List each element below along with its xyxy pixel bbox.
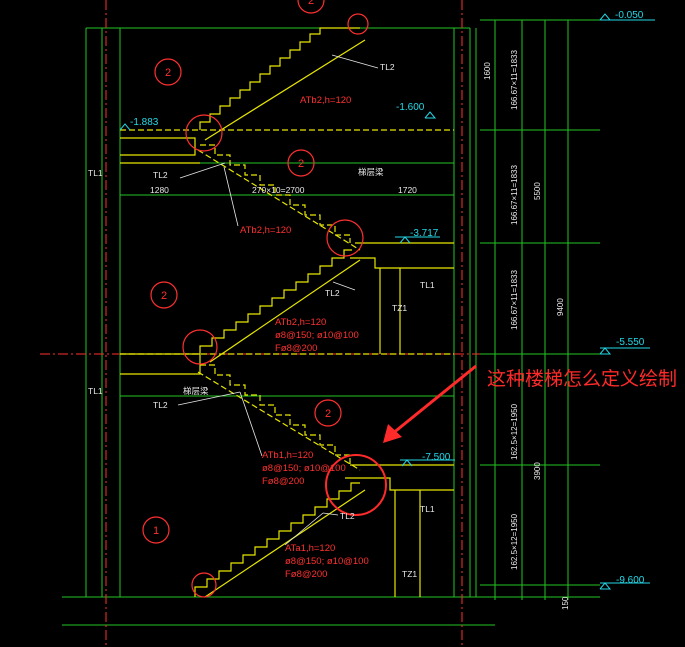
dimension-text: 9400	[556, 298, 565, 316]
section-mark-number: 2	[325, 408, 331, 420]
stair-label: ATb2,h=120	[240, 225, 291, 236]
stair-flights	[120, 27, 454, 598]
beam-label: TL1	[88, 168, 103, 178]
dimension-text: 1720	[398, 185, 417, 195]
beam-label: TL2	[325, 288, 340, 298]
plan-dimension-lines	[120, 162, 454, 397]
dimension-text: 1600	[483, 62, 492, 80]
beam-label: TL1	[420, 504, 435, 514]
stair-label: ATb1,h=120	[262, 450, 313, 461]
section-mark-number: 2	[298, 158, 304, 170]
section-mark-number: 2	[165, 67, 171, 79]
dimension-text: 166.67×11=1833	[510, 165, 519, 225]
beam-label: TL2	[153, 170, 168, 180]
rebar-label: ø8@150; ø10@100	[285, 556, 369, 567]
dimension-text: 162.5×12=1950	[510, 513, 519, 570]
rebar-label: ø8@150; ø10@100	[275, 330, 359, 341]
beam-label: TL1	[88, 386, 103, 396]
section-mark-number: 2	[308, 0, 314, 7]
slab-label: 梯层梁	[358, 167, 384, 177]
beam-label: TL2	[153, 400, 168, 410]
dimension-text: 270×10=2700	[252, 185, 305, 195]
slab-label: 梯层梁	[183, 386, 209, 396]
dimension-lines	[480, 19, 600, 600]
rebar-label: ø8@150; ø10@100	[262, 463, 346, 474]
level-label: -5.550	[616, 337, 645, 348]
annotation-arrow	[383, 364, 477, 443]
level-label: -3.717	[410, 228, 439, 239]
column-label: TZ1	[402, 569, 417, 579]
highlight-circle	[325, 454, 387, 516]
dimension-text: 166.67×11=1833	[510, 50, 519, 110]
stair-label: ATb2,h=120	[300, 95, 351, 106]
beam-label: TL1	[420, 280, 435, 290]
beam-label: TL2	[340, 511, 355, 521]
level-markers	[119, 13, 655, 590]
stair-label: ATa1,h=120	[285, 543, 335, 554]
dimension-text: 5500	[533, 182, 542, 200]
level-label: -1.883	[130, 117, 159, 128]
section-mark-number: 1	[153, 525, 159, 537]
rebar-label: Fø8@200	[275, 343, 317, 354]
rebar-label: Fø8@200	[285, 569, 327, 580]
rebar-label: Fø8@200	[262, 476, 304, 487]
level-label: -9.600	[616, 575, 645, 586]
detail-circles	[142, 0, 369, 598]
axis-lines	[40, 0, 480, 647]
leader-lines	[177, 54, 379, 546]
dimension-text: 3900	[533, 462, 542, 480]
dimension-text: 166.67×11=1833	[510, 270, 519, 330]
level-label: -1.600	[396, 102, 425, 113]
level-label: -0.050	[615, 10, 644, 21]
section-mark-number: 2	[161, 290, 167, 302]
beam-label: TL2	[380, 62, 395, 72]
wall-lines	[62, 27, 570, 626]
column-label: TZ1	[392, 303, 407, 313]
dimension-text: 1280	[150, 185, 169, 195]
dimension-text: 150	[561, 596, 570, 610]
stair-label: ATb2,h=120	[275, 317, 326, 328]
level-label: -7.500	[422, 452, 451, 463]
dimension-text: 162.5×12=1950	[510, 403, 519, 460]
annotation-question: 这种楼梯怎么定义绘制	[487, 368, 678, 390]
